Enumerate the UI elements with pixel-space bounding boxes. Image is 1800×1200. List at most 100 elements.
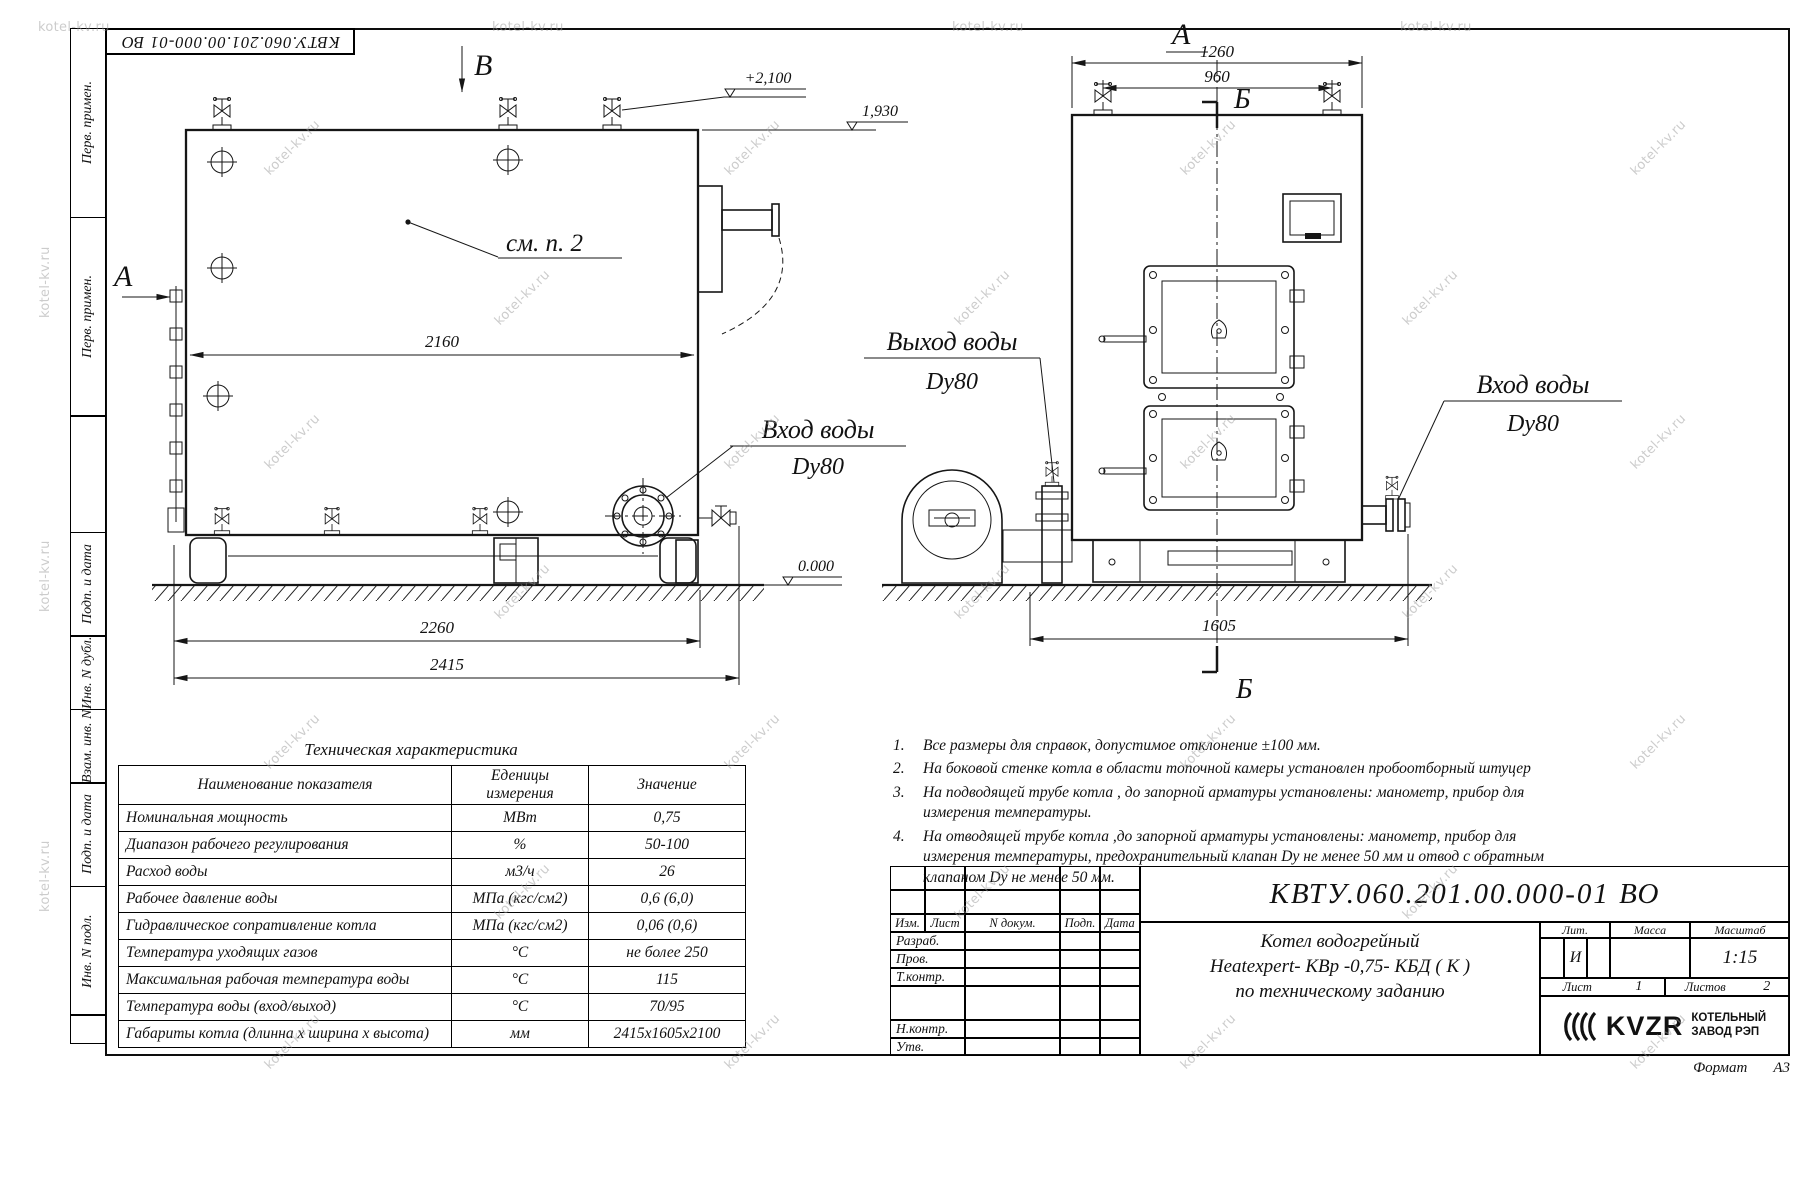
dim-front-width: 1260 [1200, 42, 1235, 61]
callout-inlet-side-title: Вход воды [761, 415, 874, 444]
front-view-dimensions: 1260 960 1605 А Б Б Выход воды Dy80 Вход… [864, 18, 1622, 705]
valve-icon [213, 506, 231, 536]
sig-cell [965, 932, 1060, 950]
row-name: Диапазон рабочего регулирования [118, 831, 452, 859]
row-units: °С [451, 939, 589, 967]
ground-hatch [152, 586, 764, 601]
corner-doc-code: КВТУ.060.201.00.000-01 ВО [105, 28, 355, 55]
massa-value [1610, 938, 1690, 978]
tech-table-section: Техническая характеристика Наименование … [118, 740, 746, 1048]
org-line2: ЗАВОД РЭП [1691, 1026, 1760, 1038]
sig-cell [965, 1020, 1060, 1038]
row-value: 0,06 (0,6) [588, 912, 746, 940]
row-units: МПа (кгс/см2) [451, 885, 589, 913]
row-name: Габариты котла (длинна х ширина х высота… [118, 1020, 452, 1048]
row-value: 115 [588, 966, 746, 994]
valve-icon [212, 96, 232, 131]
rev-cell [965, 866, 1060, 890]
door-handle-icon [1210, 319, 1228, 339]
row-name: Максимальная рабочая температура воды [118, 966, 452, 994]
row-value: 26 [588, 858, 746, 886]
row-value: не более 250 [588, 939, 746, 967]
sig-cell [1060, 1038, 1100, 1056]
col-header-value: Значение [588, 765, 746, 805]
sig-cell [1100, 932, 1140, 950]
dim-overall-depth: 1605 [1202, 616, 1236, 635]
datum-target-icon [206, 146, 238, 178]
valve-icon [323, 506, 341, 536]
rev-cell [1100, 890, 1140, 914]
valve-icon [602, 96, 622, 131]
title-block: Изм. Лист N докум. Подп. Дата Разраб. Пр… [890, 866, 1790, 1056]
note-item: 4.На отводящей трубе котла ,до запорной … [893, 827, 1565, 888]
rev-cell [1060, 866, 1100, 890]
notes-section: 1.Все размеры для справок, допустимое от… [893, 736, 1565, 891]
rev-cell [965, 890, 1060, 914]
callout-outlet-title: Выход воды [886, 327, 1017, 356]
note-number: 1. [893, 737, 905, 754]
datum-target-icon [492, 496, 524, 528]
front-view [882, 60, 1432, 650]
lit-header: Лит. [1540, 922, 1610, 938]
row-value: 50-100 [588, 831, 746, 859]
sig-cell [1060, 968, 1100, 986]
sig-cell [1060, 950, 1100, 968]
sig-prov: Пров. [890, 950, 965, 968]
sig-cell [1100, 1020, 1140, 1038]
doc-name: Котел водогрейный Heatexpert- КВр -0,75-… [1140, 922, 1540, 1056]
sig-utv: Утв. [890, 1038, 965, 1056]
dim-base-length: 2260 [420, 618, 455, 637]
sig-cell [1060, 1020, 1100, 1038]
callout-inlet-front-size: Dy80 [1506, 411, 1559, 437]
drain-valve-icon [698, 505, 737, 528]
note-number: 3. [893, 783, 905, 801]
col-header-units: Еденицы измерения [451, 765, 589, 805]
note-number: 4. [893, 827, 905, 845]
outlet-pipe [1035, 461, 1069, 584]
inlet-flange [605, 478, 681, 554]
row-units: °С [451, 966, 589, 994]
row-value: 70/95 [588, 993, 746, 1021]
sig-cell [1100, 968, 1140, 986]
massa-header: Масса [1610, 922, 1690, 938]
sig-cell [890, 986, 965, 1020]
lit-value: И [1564, 938, 1587, 978]
row-units: м3/ч [451, 858, 589, 886]
front-base [1092, 539, 1346, 583]
callout-inlet-front-title: Вход воды [1476, 370, 1589, 399]
sheet-cell: Лист 1 [1540, 978, 1665, 996]
sig-cell [1060, 986, 1100, 1020]
note-text: На боковой стенке котла в области топочн… [923, 760, 1531, 778]
note-text: На подводящей трубе котла , до запорной … [923, 783, 1525, 822]
format-value: А3 [1773, 1060, 1790, 1076]
lit-cell [1540, 938, 1564, 978]
row-name: Номинальная мощность [118, 804, 452, 832]
col-header-name: Наименование показателя [118, 765, 452, 805]
dim-valve-span: 960 [1204, 67, 1230, 86]
row-name: Температура воды (вход/выход) [118, 993, 452, 1021]
row-name: Температура уходящих газов [118, 939, 452, 967]
tech-table: Наименование показателя Еденицы измерени… [118, 765, 746, 1048]
row-name: Расход воды [118, 858, 452, 886]
section-letter-b-bottom: Б [1235, 674, 1253, 705]
upper-door [1098, 265, 1305, 389]
sheets-label: Листов [1684, 979, 1726, 994]
sig-cell [1100, 1038, 1140, 1056]
masshtab-header: Масштаб [1690, 922, 1790, 938]
dim-body-length: 2160 [425, 332, 460, 351]
inlet-pipe [1361, 475, 1411, 532]
row-value: 2415х1605х2100 [588, 1020, 746, 1048]
sig-cell [965, 950, 1060, 968]
row-value: 0,75 [588, 804, 746, 832]
sig-cell [1100, 986, 1140, 1020]
datum-target-icon [202, 380, 234, 412]
callout-see-note: см. п. 2 [506, 230, 583, 257]
sheets-cell: Листов 2 [1665, 978, 1790, 996]
doc-name-line1: Котел водогрейный [1260, 931, 1420, 952]
side-view-dimensions: 2160 2260 2415 +2,100 1,930 0.000 А В см… [112, 46, 908, 685]
rev-cell [890, 866, 925, 890]
